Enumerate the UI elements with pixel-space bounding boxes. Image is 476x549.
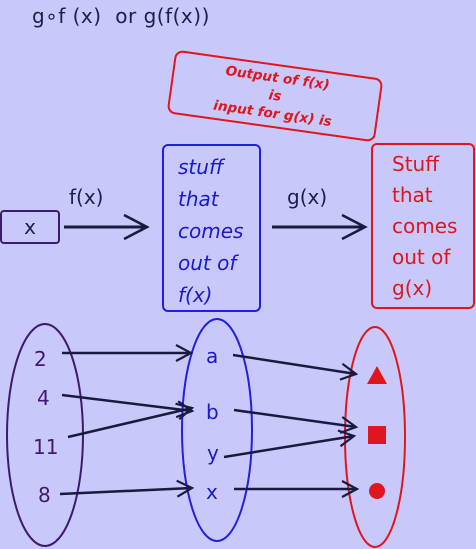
domain-value: 2 <box>34 347 47 371</box>
g-output-line: Stuff <box>392 152 439 176</box>
g-output-line: out of <box>392 245 451 269</box>
g-map-arrow <box>233 408 359 434</box>
f-map-arrow <box>59 479 195 498</box>
input-x-box: x <box>0 210 60 244</box>
middle-oval <box>181 318 253 542</box>
f-output-line: stuff <box>178 155 224 179</box>
g-output-line: comes <box>392 214 458 238</box>
f-map-arrow <box>61 393 195 419</box>
middle-value: b <box>206 400 219 424</box>
domain-value: 4 <box>37 386 50 410</box>
domain-value: 8 <box>38 483 51 507</box>
triangle-icon <box>367 366 387 384</box>
f-output-line: comes <box>178 219 244 243</box>
f-output-line: that <box>178 187 219 211</box>
f-output-box: stuff that comes out of f(x) <box>162 144 261 312</box>
g-output-line: that <box>392 183 433 207</box>
g-map-arrow <box>232 353 359 381</box>
f-output-line: f(x) <box>178 283 213 307</box>
middle-value: x <box>206 480 218 504</box>
f-map-arrow <box>67 402 195 439</box>
domain-oval <box>6 323 84 547</box>
f-output-line: out of <box>178 251 237 275</box>
square-icon <box>368 426 386 444</box>
g-map-arrow <box>223 429 357 459</box>
domain-value: 11 <box>33 435 58 459</box>
middle-value: y <box>207 441 219 465</box>
f-label: f(x) <box>69 185 104 209</box>
g-output-box: Stuff that comes out of g(x) <box>371 143 475 309</box>
page-title: g∘f (x) or g(f(x)) <box>32 4 210 28</box>
g-label: g(x) <box>287 185 328 209</box>
middle-value: a <box>206 344 218 368</box>
circle-icon <box>369 483 385 499</box>
g-output-line: g(x) <box>392 276 433 300</box>
